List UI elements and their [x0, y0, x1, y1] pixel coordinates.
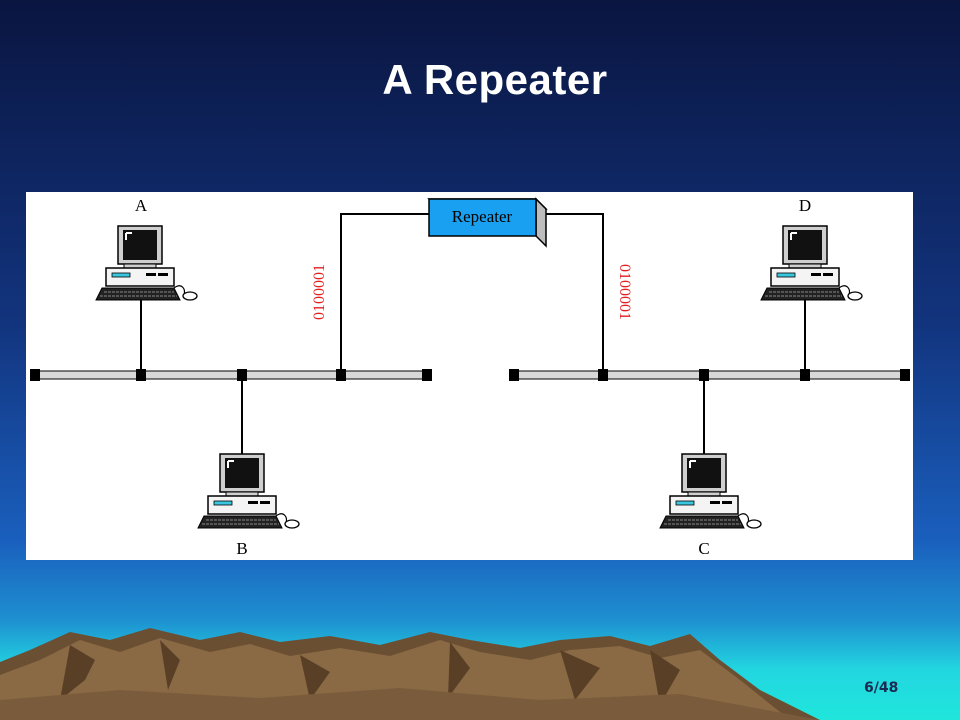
right-bus-segment [509, 369, 910, 381]
repeater-device: Repeater [427, 197, 548, 248]
slide-title: A Repeater [382, 56, 608, 103]
repeater-label: Repeater [452, 207, 513, 226]
bus-taps [136, 369, 810, 381]
station-label-d: D [799, 196, 811, 215]
left-bus-segment [30, 369, 432, 381]
station-label-a: A [135, 196, 148, 215]
drop-cables [140, 213, 806, 454]
mountain-range [0, 628, 820, 720]
repeater-diagram: Repeater 0100001 0100001 A B C D [26, 192, 913, 560]
station-label-b: B [236, 539, 247, 558]
right-signal-bits: 0100001 [616, 264, 633, 320]
page-number: 6/48 [864, 680, 899, 696]
station-label-c: C [698, 539, 709, 558]
left-signal-bits: 0100001 [311, 264, 328, 320]
